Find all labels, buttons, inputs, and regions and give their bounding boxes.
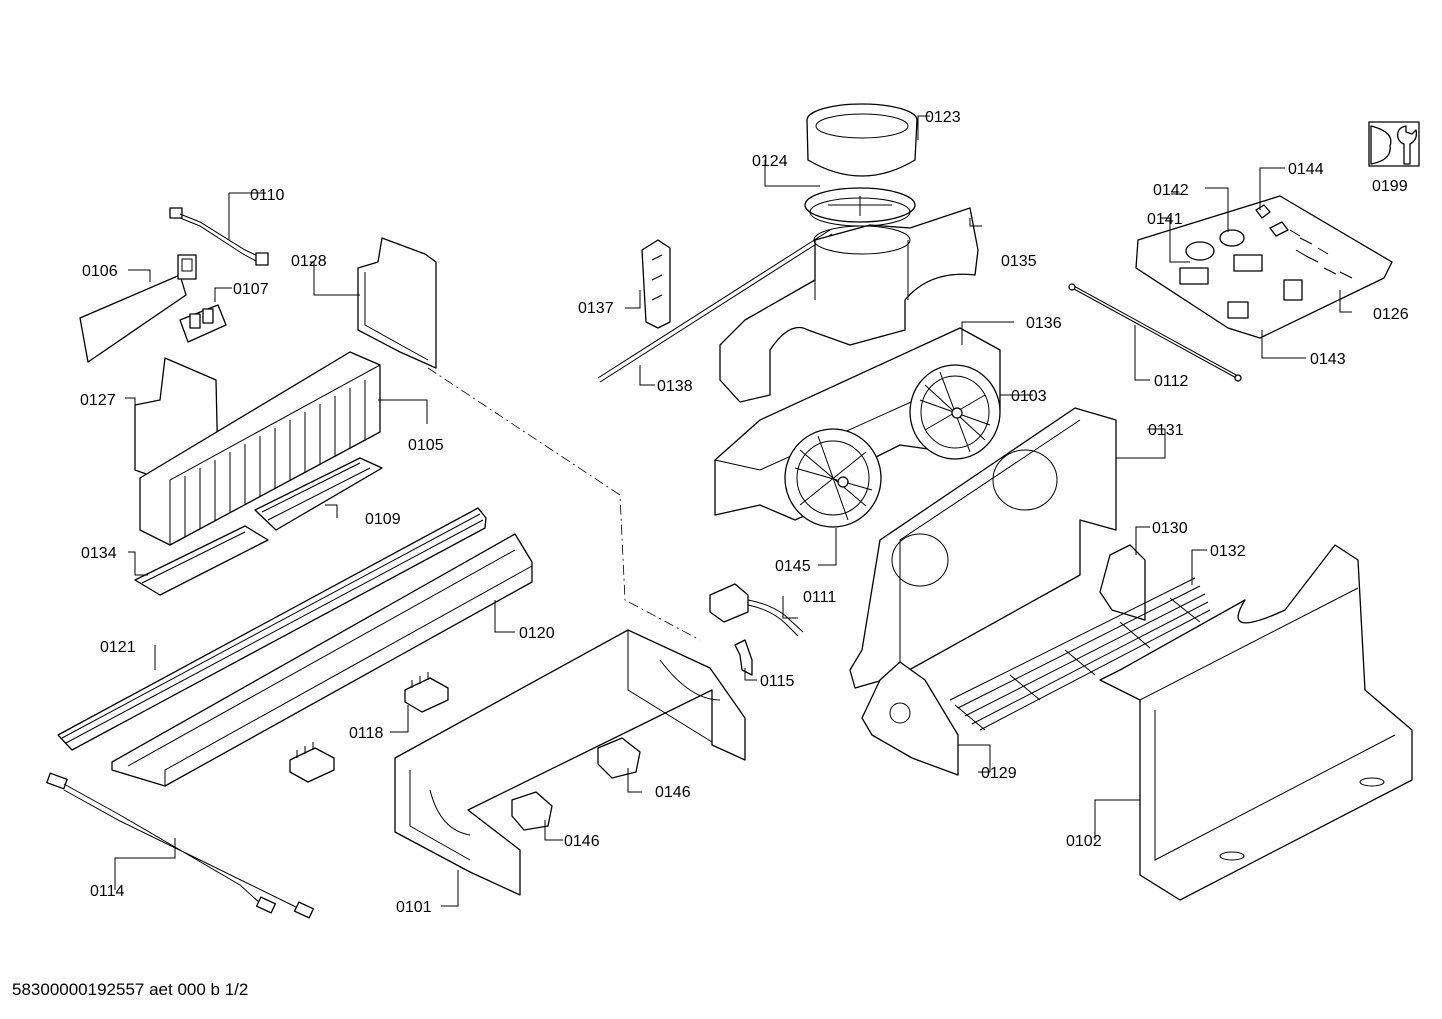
part-0145-fan-wheel bbox=[784, 428, 882, 528]
part-0118-connectors bbox=[289, 672, 449, 783]
label-0143: 0143 bbox=[1310, 351, 1346, 368]
part-0132-grid bbox=[949, 577, 1211, 731]
part-0114-cable bbox=[46, 772, 315, 919]
label-0102: 0102 bbox=[1066, 833, 1102, 850]
part-0124-flap bbox=[804, 187, 916, 227]
label-0199: 0199 bbox=[1372, 178, 1408, 195]
label-0103: 0103 bbox=[1011, 388, 1047, 405]
wrench-icon bbox=[1368, 121, 1420, 167]
part-0105-module bbox=[139, 351, 381, 546]
part-0102-housing bbox=[1099, 544, 1413, 901]
part-0107-relay bbox=[179, 304, 227, 343]
part-0115-clip bbox=[734, 639, 753, 676]
label-0114: 0114 bbox=[90, 883, 125, 900]
label-0109: 0109 bbox=[365, 511, 401, 528]
part-0131-panel bbox=[849, 407, 1117, 689]
part-0120-profile bbox=[111, 533, 533, 787]
label-0107: 0107 bbox=[233, 281, 269, 298]
label-0118: 0118 bbox=[349, 725, 384, 742]
label-0127: 0127 bbox=[80, 392, 116, 409]
label-0106: 0106 bbox=[82, 263, 118, 280]
label-0101: 0101 bbox=[396, 899, 432, 916]
label-0137: 0137 bbox=[578, 300, 614, 317]
part-0112-rod bbox=[1068, 283, 1242, 382]
label-0120: 0120 bbox=[519, 625, 555, 642]
part-0103-fan-wheel bbox=[909, 364, 1001, 460]
label-0146-b: 0146 bbox=[564, 833, 600, 850]
part-0110-cable bbox=[169, 207, 269, 266]
label-0130: 0130 bbox=[1152, 520, 1188, 537]
part-0109-rail bbox=[254, 457, 383, 531]
part-0126-parts-bag bbox=[1135, 195, 1393, 339]
label-0132: 0132 bbox=[1210, 543, 1246, 560]
label-0138: 0138 bbox=[657, 378, 693, 395]
label-0121: 0121 bbox=[100, 639, 136, 656]
label-0144: 0144 bbox=[1288, 161, 1324, 178]
leader-lines bbox=[114, 115, 1352, 907]
part-0111-cable bbox=[709, 583, 804, 637]
part-0135-housing bbox=[719, 207, 979, 403]
label-0124: 0124 bbox=[752, 153, 788, 170]
label-0126: 0126 bbox=[1373, 306, 1409, 323]
label-0145: 0145 bbox=[775, 558, 811, 575]
label-0141: 0141 bbox=[1147, 211, 1183, 228]
part-0123-collar bbox=[806, 103, 918, 177]
label-0112: 0112 bbox=[1154, 373, 1189, 390]
part-0106-pcb bbox=[79, 254, 197, 363]
label-0136: 0136 bbox=[1026, 315, 1062, 332]
label-0115: 0115 bbox=[760, 673, 795, 690]
part-0134-rail bbox=[134, 525, 269, 596]
label-0135: 0135 bbox=[1001, 253, 1037, 270]
label-0128: 0128 bbox=[291, 253, 327, 270]
label-0111: 0111 bbox=[803, 589, 836, 606]
part-0146-fuse bbox=[511, 737, 641, 831]
label-0129: 0129 bbox=[981, 765, 1017, 782]
part-0128-cover bbox=[357, 237, 437, 369]
label-0142: 0142 bbox=[1153, 182, 1189, 199]
part-0101-frame bbox=[394, 629, 746, 896]
document-footer-id: 58300000192557 aet 000 b 1/2 bbox=[12, 980, 249, 999]
label-0123: 0123 bbox=[925, 109, 961, 126]
label-0146-a: 0146 bbox=[655, 784, 691, 801]
label-0110: 0110 bbox=[250, 187, 285, 204]
part-0129-side-panel bbox=[861, 661, 959, 776]
part-0130-bracket bbox=[1099, 544, 1146, 621]
label-0131: 0131 bbox=[1148, 422, 1184, 439]
part-0121-profile bbox=[57, 507, 487, 751]
part-0137-bracket bbox=[641, 239, 671, 329]
part-labels: 0110 0106 0107 0128 0127 0105 0109 0134 … bbox=[80, 109, 1409, 916]
part-0138-rod bbox=[597, 229, 833, 383]
assembly-link-line bbox=[427, 367, 701, 641]
label-0134: 0134 bbox=[81, 545, 117, 562]
label-0105: 0105 bbox=[408, 437, 444, 454]
